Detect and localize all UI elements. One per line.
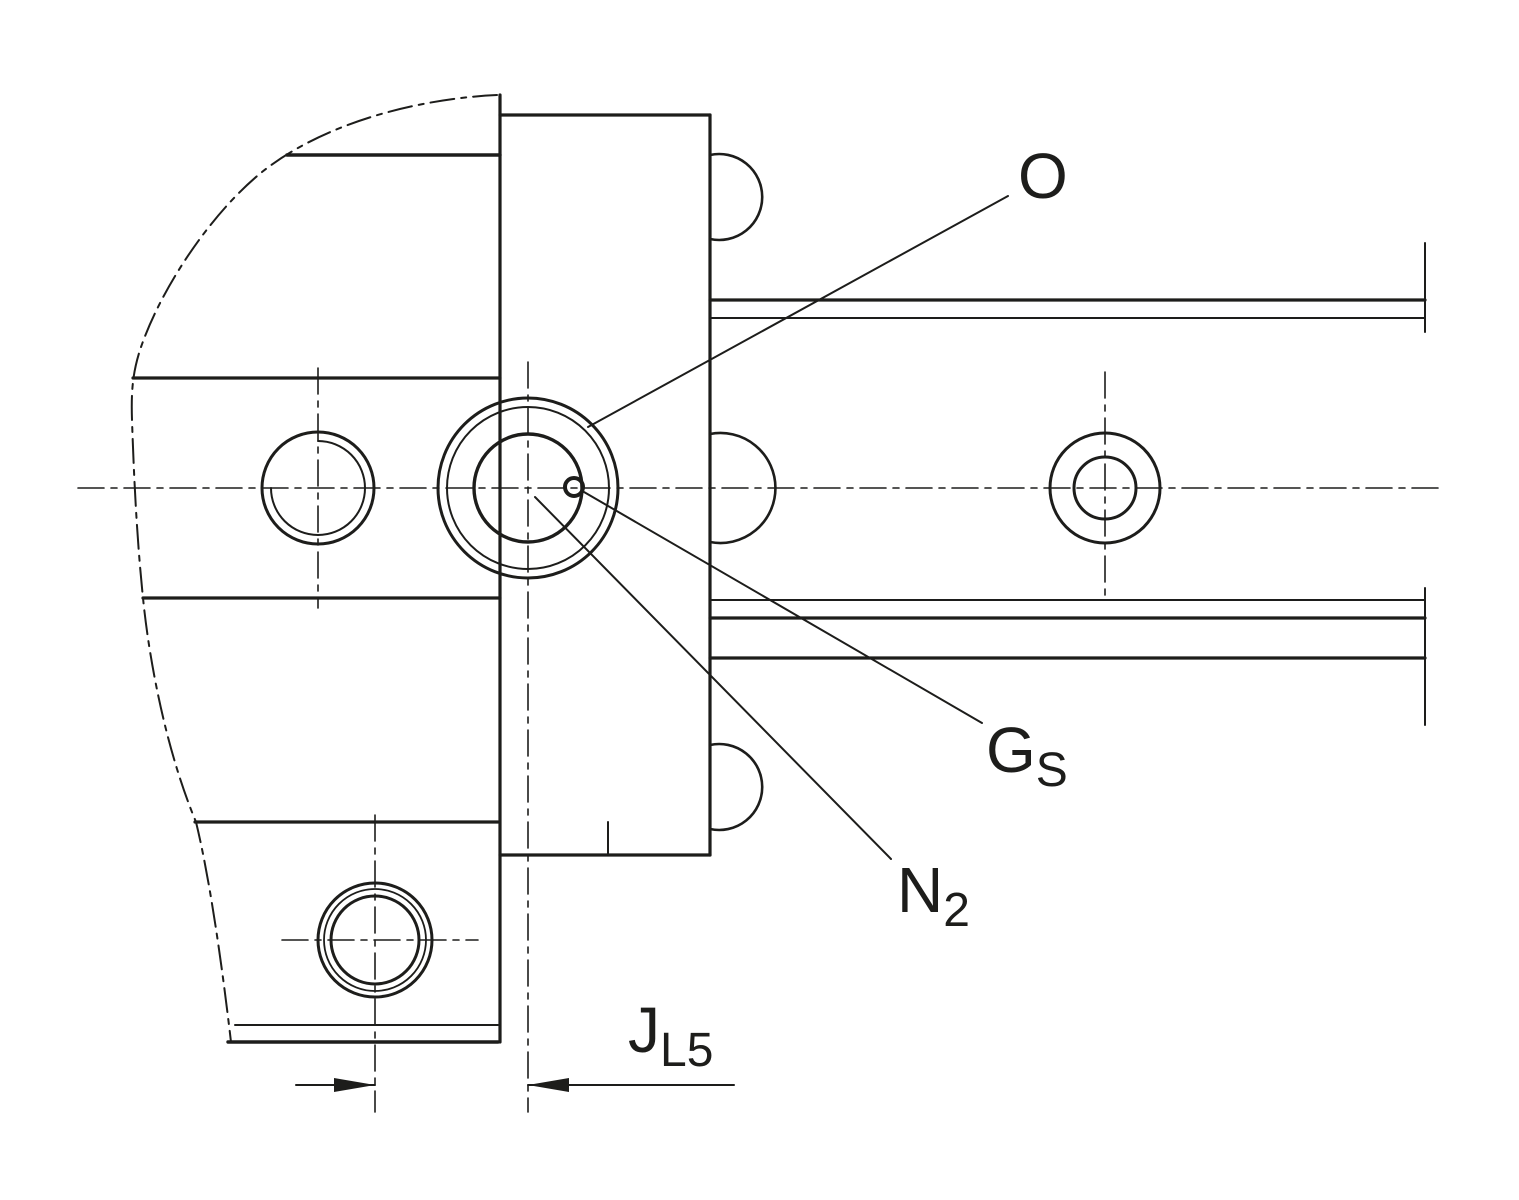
top-bolt-arc <box>708 152 764 242</box>
annotation-labels: O GS N2 JL5 <box>628 140 1068 1077</box>
leader-o <box>587 195 1009 428</box>
label-n2-main: N <box>897 854 943 926</box>
label-n2-sub: 2 <box>943 884 970 937</box>
label-n2: N2 <box>897 854 970 937</box>
mounting-hole-arc <box>708 431 777 545</box>
left-hole-outer <box>260 430 376 546</box>
bottom-bolt-arc <box>708 742 764 832</box>
dimension-arrow-right <box>528 1078 569 1092</box>
left-hole-thread-arc <box>270 440 366 536</box>
dimension-jl5 <box>295 1078 735 1092</box>
bottom-hole-middle <box>323 888 427 992</box>
dimension-arrow-left <box>334 1078 375 1092</box>
lubrication-port <box>436 396 620 580</box>
label-jl5-main: J <box>628 994 660 1066</box>
label-gs-main: G <box>986 714 1036 786</box>
leader-lines <box>534 195 1009 860</box>
label-gs: GS <box>986 714 1068 797</box>
leader-n2 <box>534 496 892 860</box>
label-jl5-sub: L5 <box>660 1024 713 1077</box>
phantom-break-curve <box>130 94 498 1043</box>
label-o: O <box>1018 140 1068 212</box>
label-jl5: JL5 <box>628 994 713 1077</box>
leader-gs <box>583 491 983 724</box>
bottom-hole-inner <box>329 894 421 986</box>
bottom-hole-outer <box>316 881 434 999</box>
port-outer-ring <box>436 396 620 580</box>
guide-rail <box>708 242 1427 726</box>
port-oring-ring <box>446 406 610 570</box>
rail-hole-bore <box>1072 455 1138 521</box>
rail-hole-counterbore <box>1048 431 1162 545</box>
grease-hole <box>563 476 585 498</box>
carriage-end-plate <box>498 93 777 1044</box>
centerlines <box>77 361 1443 1113</box>
adjacent-structure <box>131 153 502 1044</box>
phantom-boundary <box>130 94 498 1043</box>
label-gs-sub: S <box>1036 744 1068 797</box>
